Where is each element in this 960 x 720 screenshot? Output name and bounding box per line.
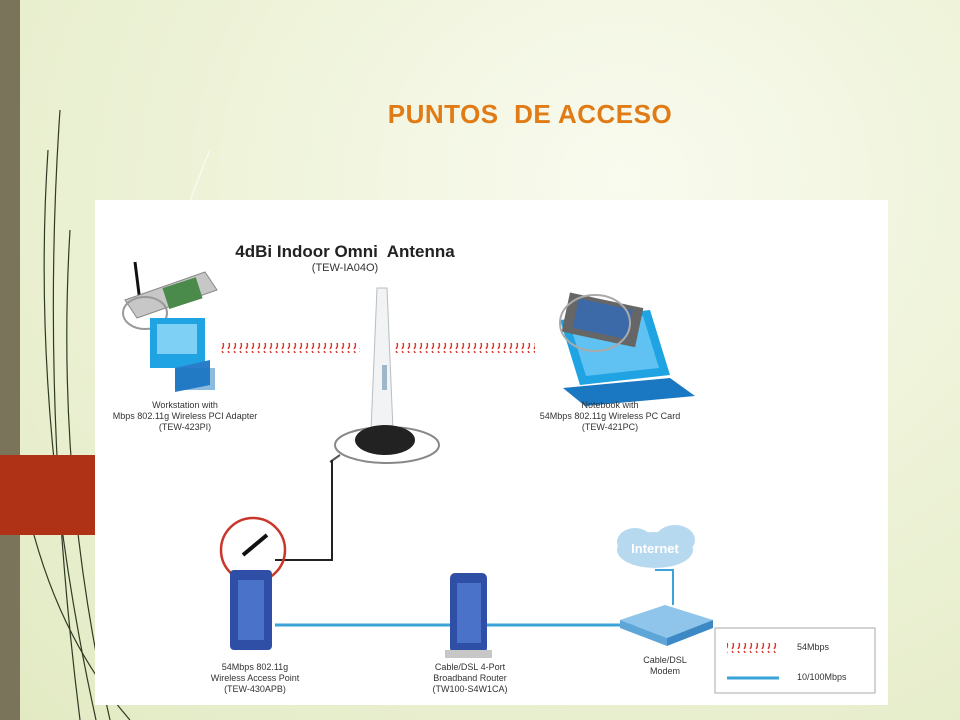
cable-antenna-to-ap — [275, 460, 333, 561]
page-title: PUNTOS DE ACCESO — [387, 99, 673, 129]
legend-wireless-label: 54Mbps — [797, 642, 830, 652]
network-diagram: 4dBi Indoor Omni Antenna (TEW-IA04O) Wor… — [95, 200, 888, 705]
wireless-link-right — [395, 343, 535, 353]
access-point-label: 54Mbps 802.11g Wireless Access Point (TE… — [210, 662, 300, 694]
notebook-icon — [559, 292, 695, 406]
legend-box — [714, 627, 876, 694]
internet-label: Internet — [631, 541, 679, 556]
antenna-title: 4dBi Indoor Omni Antenna — [235, 242, 455, 261]
notebook-label: Notebook with 54Mbps 802.11g Wireless PC… — [539, 400, 681, 432]
internet-cloud-icon — [617, 525, 695, 568]
left-sidebar-bar — [0, 0, 20, 720]
legend-wired-label: 10/100Mbps — [797, 672, 847, 682]
antenna-model: (TEW-IA04O) — [311, 262, 379, 274]
workstation-label: Workstation with Mbps 802.11g Wireless P… — [112, 400, 258, 432]
omni-antenna-icon — [329, 287, 440, 464]
modem-label: Cable/DSL Modem — [643, 655, 687, 676]
router-icon — [445, 573, 492, 658]
router-label: Cable/DSL 4-Port Broadband Router (TW100… — [432, 662, 508, 694]
wired-link-modem-internet — [655, 569, 674, 605]
wireless-link-left — [220, 343, 360, 353]
red-accent-block — [0, 455, 96, 535]
access-point-icon — [219, 516, 287, 650]
workstation-icon — [122, 261, 218, 392]
modem-icon — [620, 605, 713, 646]
